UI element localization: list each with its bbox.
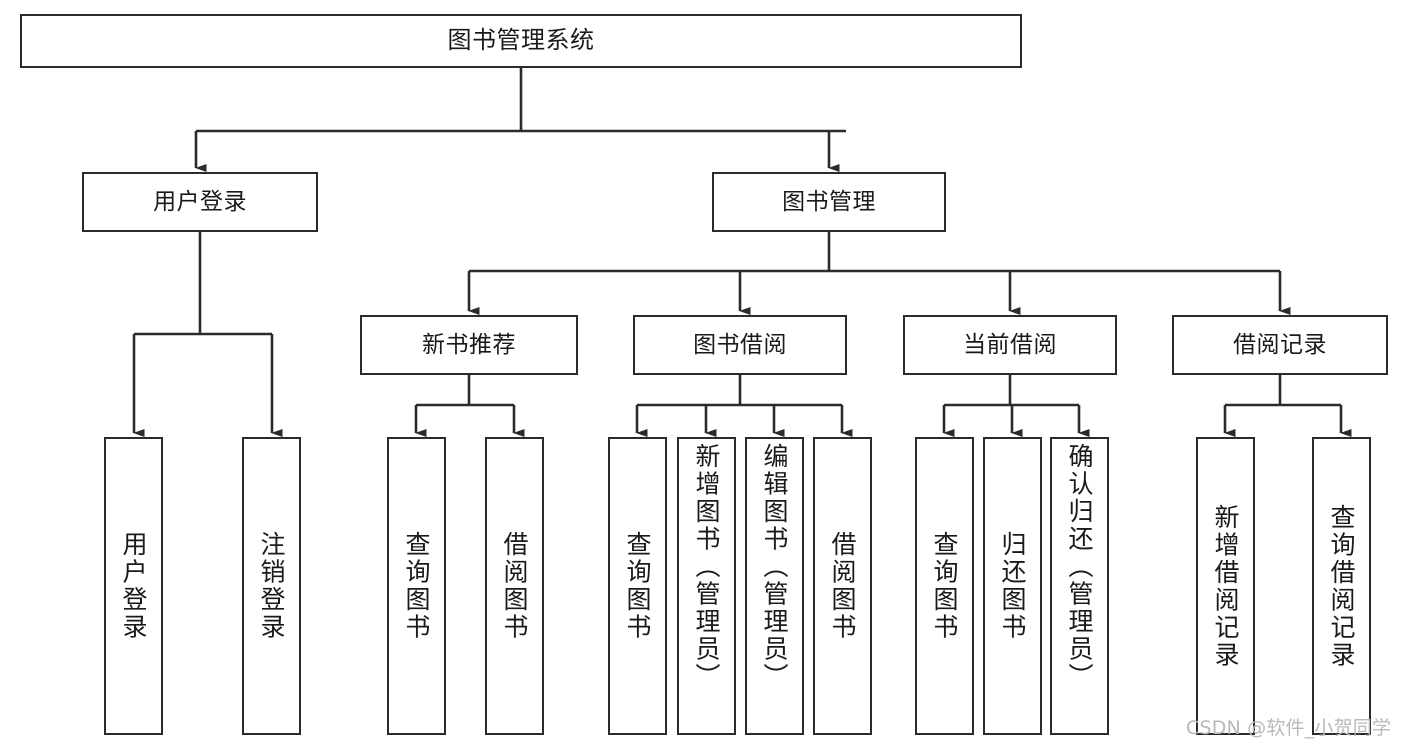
node-label: 归还图书 — [998, 531, 1027, 641]
node-label: 借阅图书 — [828, 531, 857, 641]
node-label: 图书借阅 — [693, 331, 787, 358]
node-label: 确认归还（管理员） — [1065, 443, 1094, 691]
node-label: 图书管理系统 — [447, 26, 595, 55]
node-label: 新增图书（管理员） — [692, 443, 721, 691]
leaf-borrow-book-recommend[interactable]: 借阅图书 — [485, 437, 544, 735]
node-label: 图书管理 — [782, 188, 876, 215]
leaf-logout-login[interactable]: 注销登录 — [242, 437, 301, 735]
leaf-confirm-return-admin[interactable]: 确认归还（管理员） — [1050, 437, 1109, 735]
csdn-watermark: CSDN @软件_小贺同学 — [1186, 717, 1392, 739]
leaf-add-borrow-record[interactable]: 新增借阅记录 — [1196, 437, 1255, 735]
node-book-borrow[interactable]: 图书借阅 — [633, 315, 847, 375]
node-new-book-recommend[interactable]: 新书推荐 — [360, 315, 578, 375]
leaf-query-book-borrow[interactable]: 查询图书 — [608, 437, 667, 735]
node-label: 注销登录 — [257, 531, 286, 641]
leaf-borrow-book[interactable]: 借阅图书 — [813, 437, 872, 735]
node-label: 新书推荐 — [422, 331, 516, 358]
leaf-return-book[interactable]: 归还图书 — [983, 437, 1042, 735]
node-label: 借阅图书 — [500, 531, 529, 641]
node-book-management[interactable]: 图书管理 — [712, 172, 946, 232]
node-label: 借阅记录 — [1233, 331, 1327, 358]
leaf-query-book-current[interactable]: 查询图书 — [915, 437, 974, 735]
node-label: 查询借阅记录 — [1327, 503, 1356, 669]
leaf-user-login[interactable]: 用户登录 — [104, 437, 163, 735]
node-label: 用户登录 — [153, 188, 247, 215]
node-current-borrow[interactable]: 当前借阅 — [903, 315, 1117, 375]
leaf-query-book-recommend[interactable]: 查询图书 — [387, 437, 446, 735]
node-label: 查询图书 — [623, 531, 652, 641]
node-label: 编辑图书（管理员） — [760, 443, 789, 691]
node-label: 新增借阅记录 — [1211, 503, 1240, 669]
node-label: 查询图书 — [930, 531, 959, 641]
node-label: 用户登录 — [119, 531, 148, 641]
node-label: 查询图书 — [402, 531, 431, 641]
leaf-add-book-admin[interactable]: 新增图书（管理员） — [677, 437, 736, 735]
node-user-login[interactable]: 用户登录 — [82, 172, 318, 232]
leaf-query-borrow-record[interactable]: 查询借阅记录 — [1312, 437, 1371, 735]
leaf-edit-book-admin[interactable]: 编辑图书（管理员） — [745, 437, 804, 735]
node-borrow-record[interactable]: 借阅记录 — [1172, 315, 1388, 375]
node-label: 当前借阅 — [963, 331, 1057, 358]
node-root-system[interactable]: 图书管理系统 — [20, 14, 1022, 68]
